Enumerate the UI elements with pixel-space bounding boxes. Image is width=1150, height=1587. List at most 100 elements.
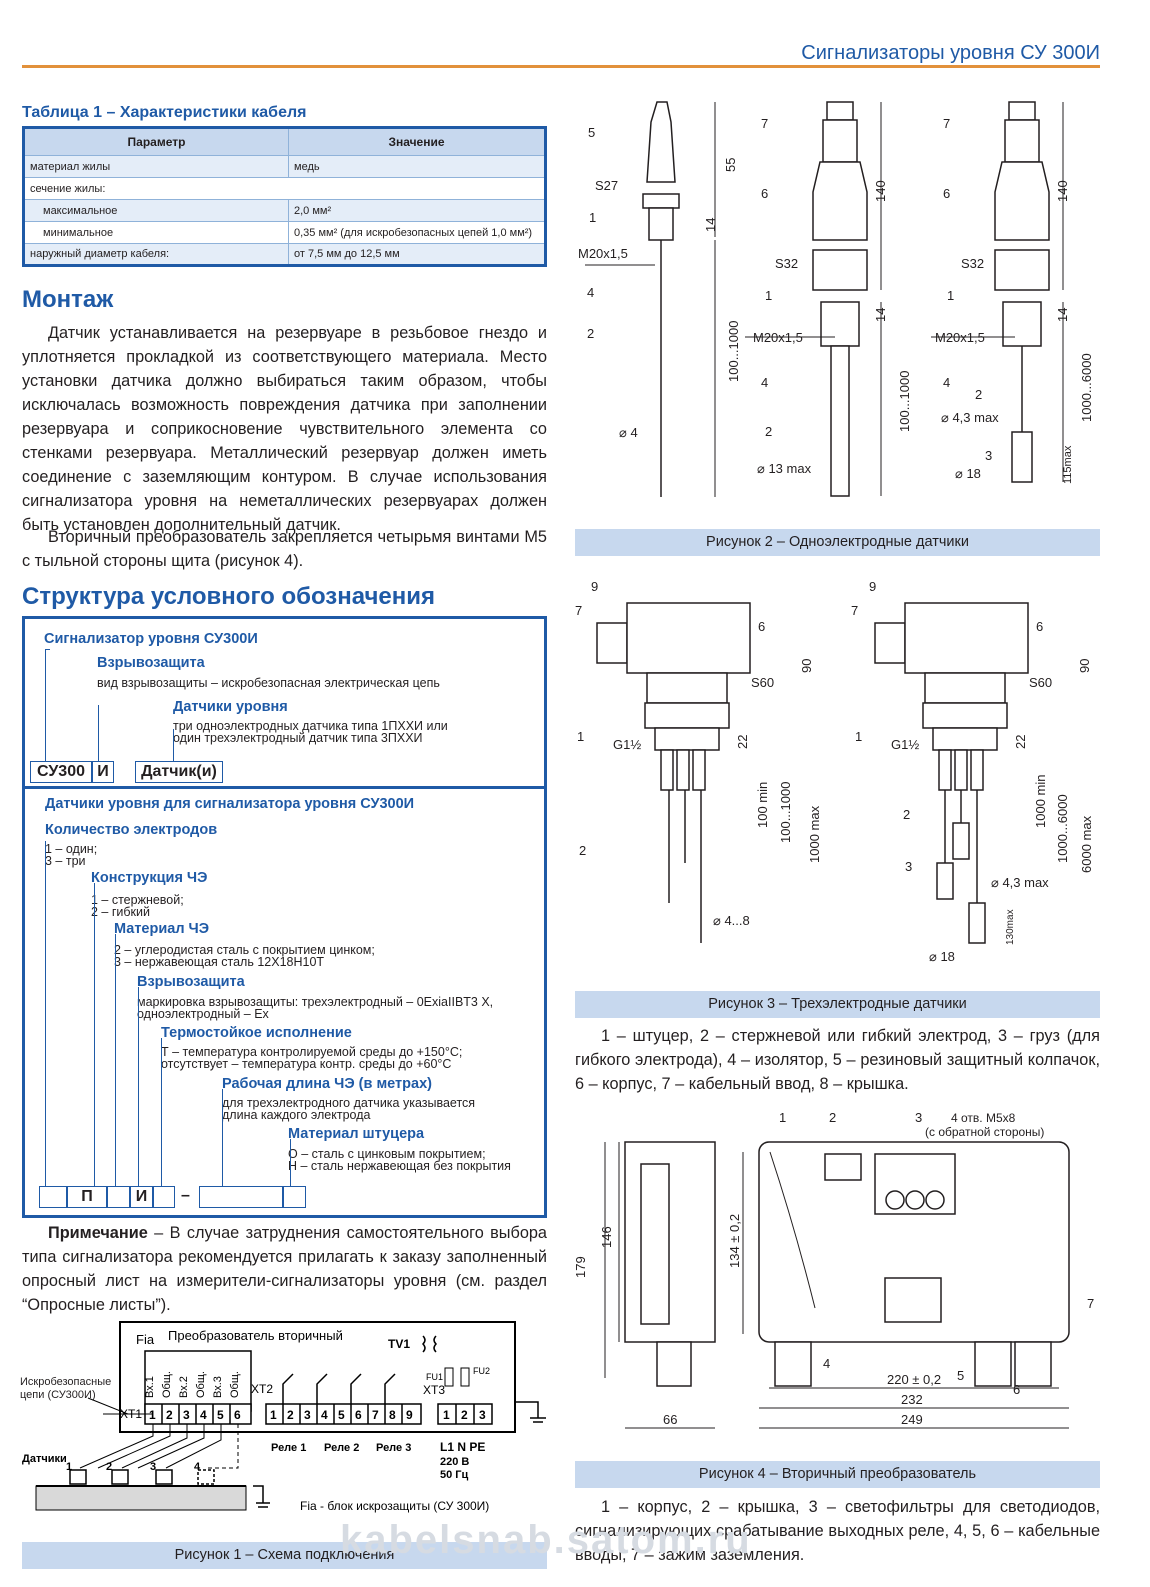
svg-text:14: 14 [873,308,888,322]
structure-heading: Материал ЧЭ [114,921,210,937]
svg-text:2: 2 [765,424,772,439]
structure-text: один трехэлектродный датчик типа 3ПХХИ [173,731,423,745]
designation-cell: СУ300 [30,761,92,783]
converter-label: Преобразователь вторичный [168,1328,343,1343]
structure-text: три одноэлектродных датчика типа 1ПХХИ и… [173,719,448,733]
svg-text:2: 2 [106,1461,112,1473]
power-terminals-label: L1 N PE [440,1440,485,1454]
svg-text:14: 14 [703,218,718,232]
ground-icon [253,1485,270,1508]
svg-text:134 ± 0,2: 134 ± 0,2 [727,1214,742,1268]
svg-text:7: 7 [851,603,858,618]
frequency-label: 50 Гц [440,1469,469,1481]
structure-text: отсутствует – температура контр. среды д… [161,1057,452,1071]
figure3-caption: Рисунок 3 – Трехэлектродные датчики [575,991,1100,1018]
svg-text:1: 1 [149,1408,156,1422]
structure-text: маркировка взрывозащиты: трехэлектродный… [137,995,494,1009]
designation-cell [107,1186,130,1208]
svg-text:4: 4 [943,375,950,390]
relay1-label: Реле 1 [271,1442,306,1454]
fuse-icon [444,1367,454,1387]
transformer-icon [421,1335,438,1353]
svg-text:4: 4 [761,375,768,390]
svg-text:1: 1 [779,1110,786,1125]
connector-line [173,729,174,761]
input-label: Вх.3 [212,1376,224,1398]
structure-text: 3 – нержавеющая сталь 12Х18Н10Т [114,955,325,969]
structure-text: для трехэлектродного датчика указывается [222,1096,476,1110]
relay3-label: Реле 3 [376,1442,411,1454]
svg-text:S60: S60 [1029,675,1052,690]
svg-text:S32: S32 [775,256,798,271]
svg-text:7: 7 [1087,1296,1094,1311]
svg-text:9: 9 [406,1408,413,1422]
structure-text: 3 – три [45,854,86,868]
svg-text:2: 2 [903,807,910,822]
svg-text:3: 3 [985,448,992,463]
input-label: Общ. [229,1371,241,1398]
svg-text:M20x1,5: M20x1,5 [935,330,985,345]
watermark: kabelsnab.satom.ru [340,1518,752,1562]
designation-cell [39,1186,67,1208]
svg-text:1: 1 [66,1461,72,1473]
svg-text:6000 max: 6000 max [1079,815,1094,873]
svg-text:S60: S60 [751,675,774,690]
structure-text: длина каждого электрода [222,1108,371,1122]
svg-text:100 min: 100 min [755,782,770,828]
svg-text:S32: S32 [961,256,984,271]
input-label: Общ. [195,1371,207,1398]
svg-text:⌀ 4,3 max: ⌀ 4,3 max [991,875,1049,890]
xt3-label: XT3 [423,1383,445,1397]
table-row: наружный диаметр кабеля: от 7,5 мм до 12… [23,243,546,266]
connector-line [161,1038,162,1186]
table-cell: наружный диаметр кабеля: [23,243,289,266]
svg-text:1: 1 [947,288,954,303]
svg-text:M20x1,5: M20x1,5 [753,330,803,345]
svg-text:1: 1 [589,210,596,225]
table-cell: 0,35 мм² (для искробезопасных цепей 1,0 … [288,221,546,244]
table-header-cell: Параметр [23,127,289,156]
svg-text:6: 6 [1013,1382,1020,1397]
svg-text:249: 249 [901,1412,923,1427]
svg-text:7: 7 [943,116,950,131]
svg-text:1: 1 [577,729,584,744]
note-paragraph: Примечание – В случае затруднения самост… [22,1221,547,1317]
input-label: Вх.1 [144,1376,156,1398]
structure-heading: Конструкция ЧЭ [91,870,208,886]
figure4-legend: 1 – корпус, 2 – крышка, 3 – светофильтры… [575,1498,1100,1564]
table-cell: максимальное [23,199,289,222]
svg-text:7: 7 [372,1408,379,1422]
structure-heading: Взрывозащита [97,655,205,671]
page-header: Сигнализаторы уровня СУ 300И [22,38,1100,68]
fuse-icon [460,1367,470,1387]
figure1-caption: Рисунок 1 – Схема подключения [22,1542,547,1569]
structure-heading: Рабочая длина ЧЭ (в метрах) [222,1076,432,1092]
structure-text: О – сталь с цинковым покрытием; [288,1147,486,1161]
svg-text:55: 55 [723,158,738,172]
svg-text:6: 6 [355,1408,362,1422]
structure-heading: Датчики уровня [173,699,288,715]
svg-text:6: 6 [234,1408,241,1422]
structure-text: Т – температура контролируемой среды до … [161,1045,463,1059]
table-cell: 2,0 мм² [288,199,546,222]
mounting-holes-note: (с обратной стороны) [925,1125,1044,1139]
svg-text:22: 22 [1013,735,1028,749]
connector-line [290,1139,291,1186]
designation-cell: П [67,1186,107,1208]
svg-text:2: 2 [587,326,594,341]
table1-caption: Таблица 1 – Характеристики кабеля [22,104,307,121]
designation-structure-box: Сигнализатор уровня СУ300И Взрывозащита … [22,616,547,1218]
structure-text: 2 – углеродистая сталь с покрытием цинко… [114,943,375,957]
svg-text:⌀ 4...8: ⌀ 4...8 [713,913,750,928]
svg-text:115max: 115max [1062,445,1074,484]
svg-text:179: 179 [575,1256,588,1278]
designation-dash: – [181,1187,190,1204]
structure-heading: Сигнализатор уровня СУ300И [44,631,258,647]
tv1-label: TV1 [388,1337,410,1351]
svg-text:M20x1,5: M20x1,5 [578,246,628,261]
connector-line [94,883,95,1186]
figure3-legend: 1 – штуцер, 2 – стержневой или гибкий эл… [575,1027,1100,1093]
svg-text:4: 4 [194,1461,201,1473]
